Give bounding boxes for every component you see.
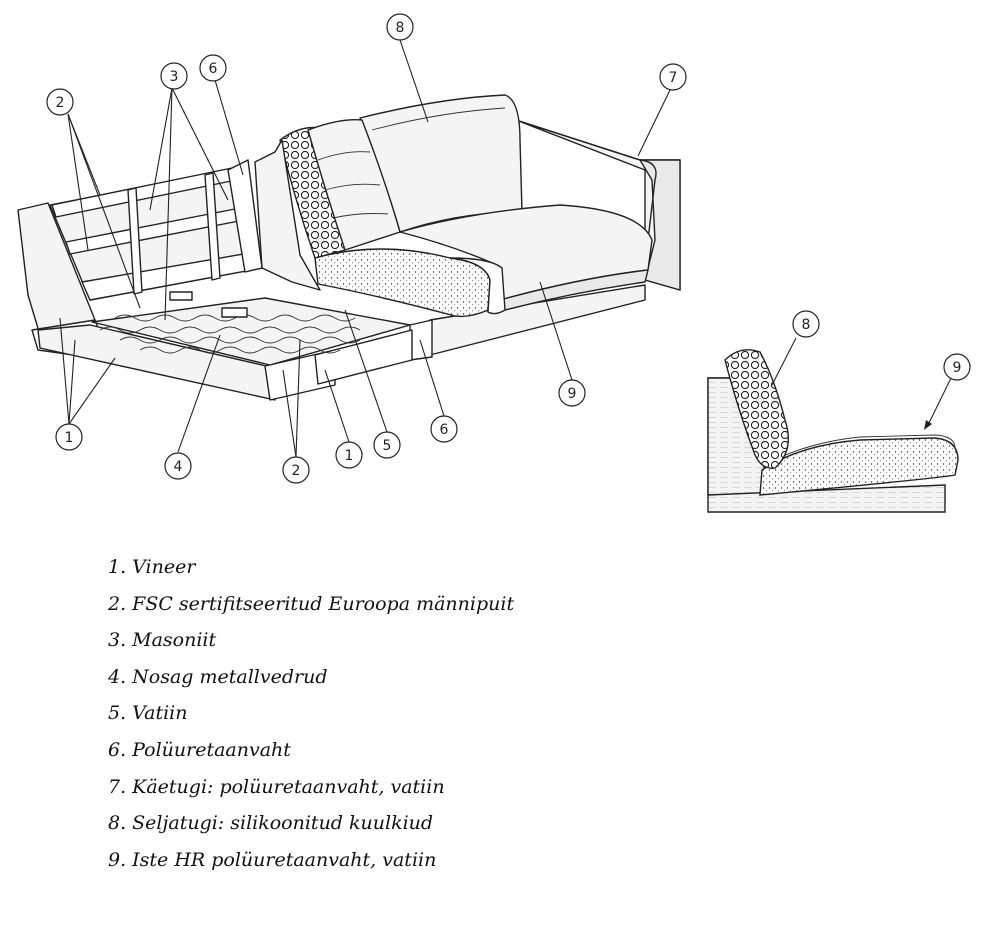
legend-item-8: 8.Seljatugi: silikoonitud kuulkiud (108, 812, 434, 835)
callout-7-right: 7 (659, 63, 687, 91)
svg-text:2: 2 (292, 463, 301, 479)
callout-2-bottom: 2 (282, 456, 310, 484)
back-frame (254, 139, 321, 291)
legend-item-3: 3.Masoniit (108, 629, 217, 652)
legend-item-9: 9.Iste HR polüuretaanvaht, vatiin (108, 848, 437, 871)
legend-item-5: 5.Vatiin (108, 702, 188, 725)
svg-text:7: 7 (669, 70, 678, 86)
callout-3-top: 3 (160, 62, 188, 90)
callout-1-bottom: 1 (335, 441, 363, 469)
sofa-construction-diagram: 2 3 6 8 7 1 4 (17, 13, 971, 513)
svg-text:3: 3 (170, 69, 179, 85)
callout-8-top: 8 (386, 13, 414, 41)
callout-6-top: 6 (199, 54, 227, 82)
legend-item-1: 1.Vineer (108, 556, 196, 578)
callout-1-left: 1 (55, 423, 83, 451)
svg-text:6: 6 (209, 61, 218, 77)
callout-2-top: 2 (46, 88, 74, 116)
svg-text:4: 4 (174, 459, 183, 475)
spring-deck (91, 291, 411, 366)
materials-legend: 1.Vineer 2.FSC sertifitseeritud Euroopa … (108, 552, 514, 881)
left-frame (17, 159, 413, 401)
leader-lines (59, 39, 671, 458)
callout-9-main: 9 (558, 379, 586, 407)
svg-text:1: 1 (65, 430, 74, 446)
sofa-main-illustration: 2 3 6 8 7 1 4 (17, 13, 687, 484)
cross-section-detail: 8 9 (707, 310, 971, 513)
back-cushion-section (279, 119, 401, 259)
armrest (515, 119, 681, 291)
svg-text:6: 6 (440, 422, 449, 438)
legend-item-4: 4.Nosag metallvedrud (108, 665, 328, 688)
callout-5-bottom: 5 (373, 431, 401, 459)
callout-8-detail: 8 (792, 310, 820, 338)
legend-item-7: 7.Käetugi: polüuretaanvaht, vatiin (108, 775, 445, 798)
svg-text:1: 1 (345, 448, 354, 464)
svg-text:2: 2 (56, 95, 65, 111)
callout-4-bottom: 4 (164, 452, 192, 480)
callout-9-detail: 9 (943, 353, 971, 381)
svg-text:5: 5 (383, 438, 392, 454)
svg-text:9: 9 (953, 360, 962, 376)
legend-item-6: 6.Polüuretaanvaht (108, 738, 291, 761)
callout-6-bottom: 6 (430, 415, 458, 443)
svg-text:8: 8 (802, 317, 811, 333)
svg-text:9: 9 (568, 386, 577, 402)
seat-cushion (314, 204, 653, 318)
callouts-main: 2 3 6 8 7 1 4 (46, 13, 687, 484)
svg-text:8: 8 (396, 20, 405, 36)
legend-item-2: 2.FSC sertifitseeritud Euroopa männipuit (108, 592, 515, 615)
